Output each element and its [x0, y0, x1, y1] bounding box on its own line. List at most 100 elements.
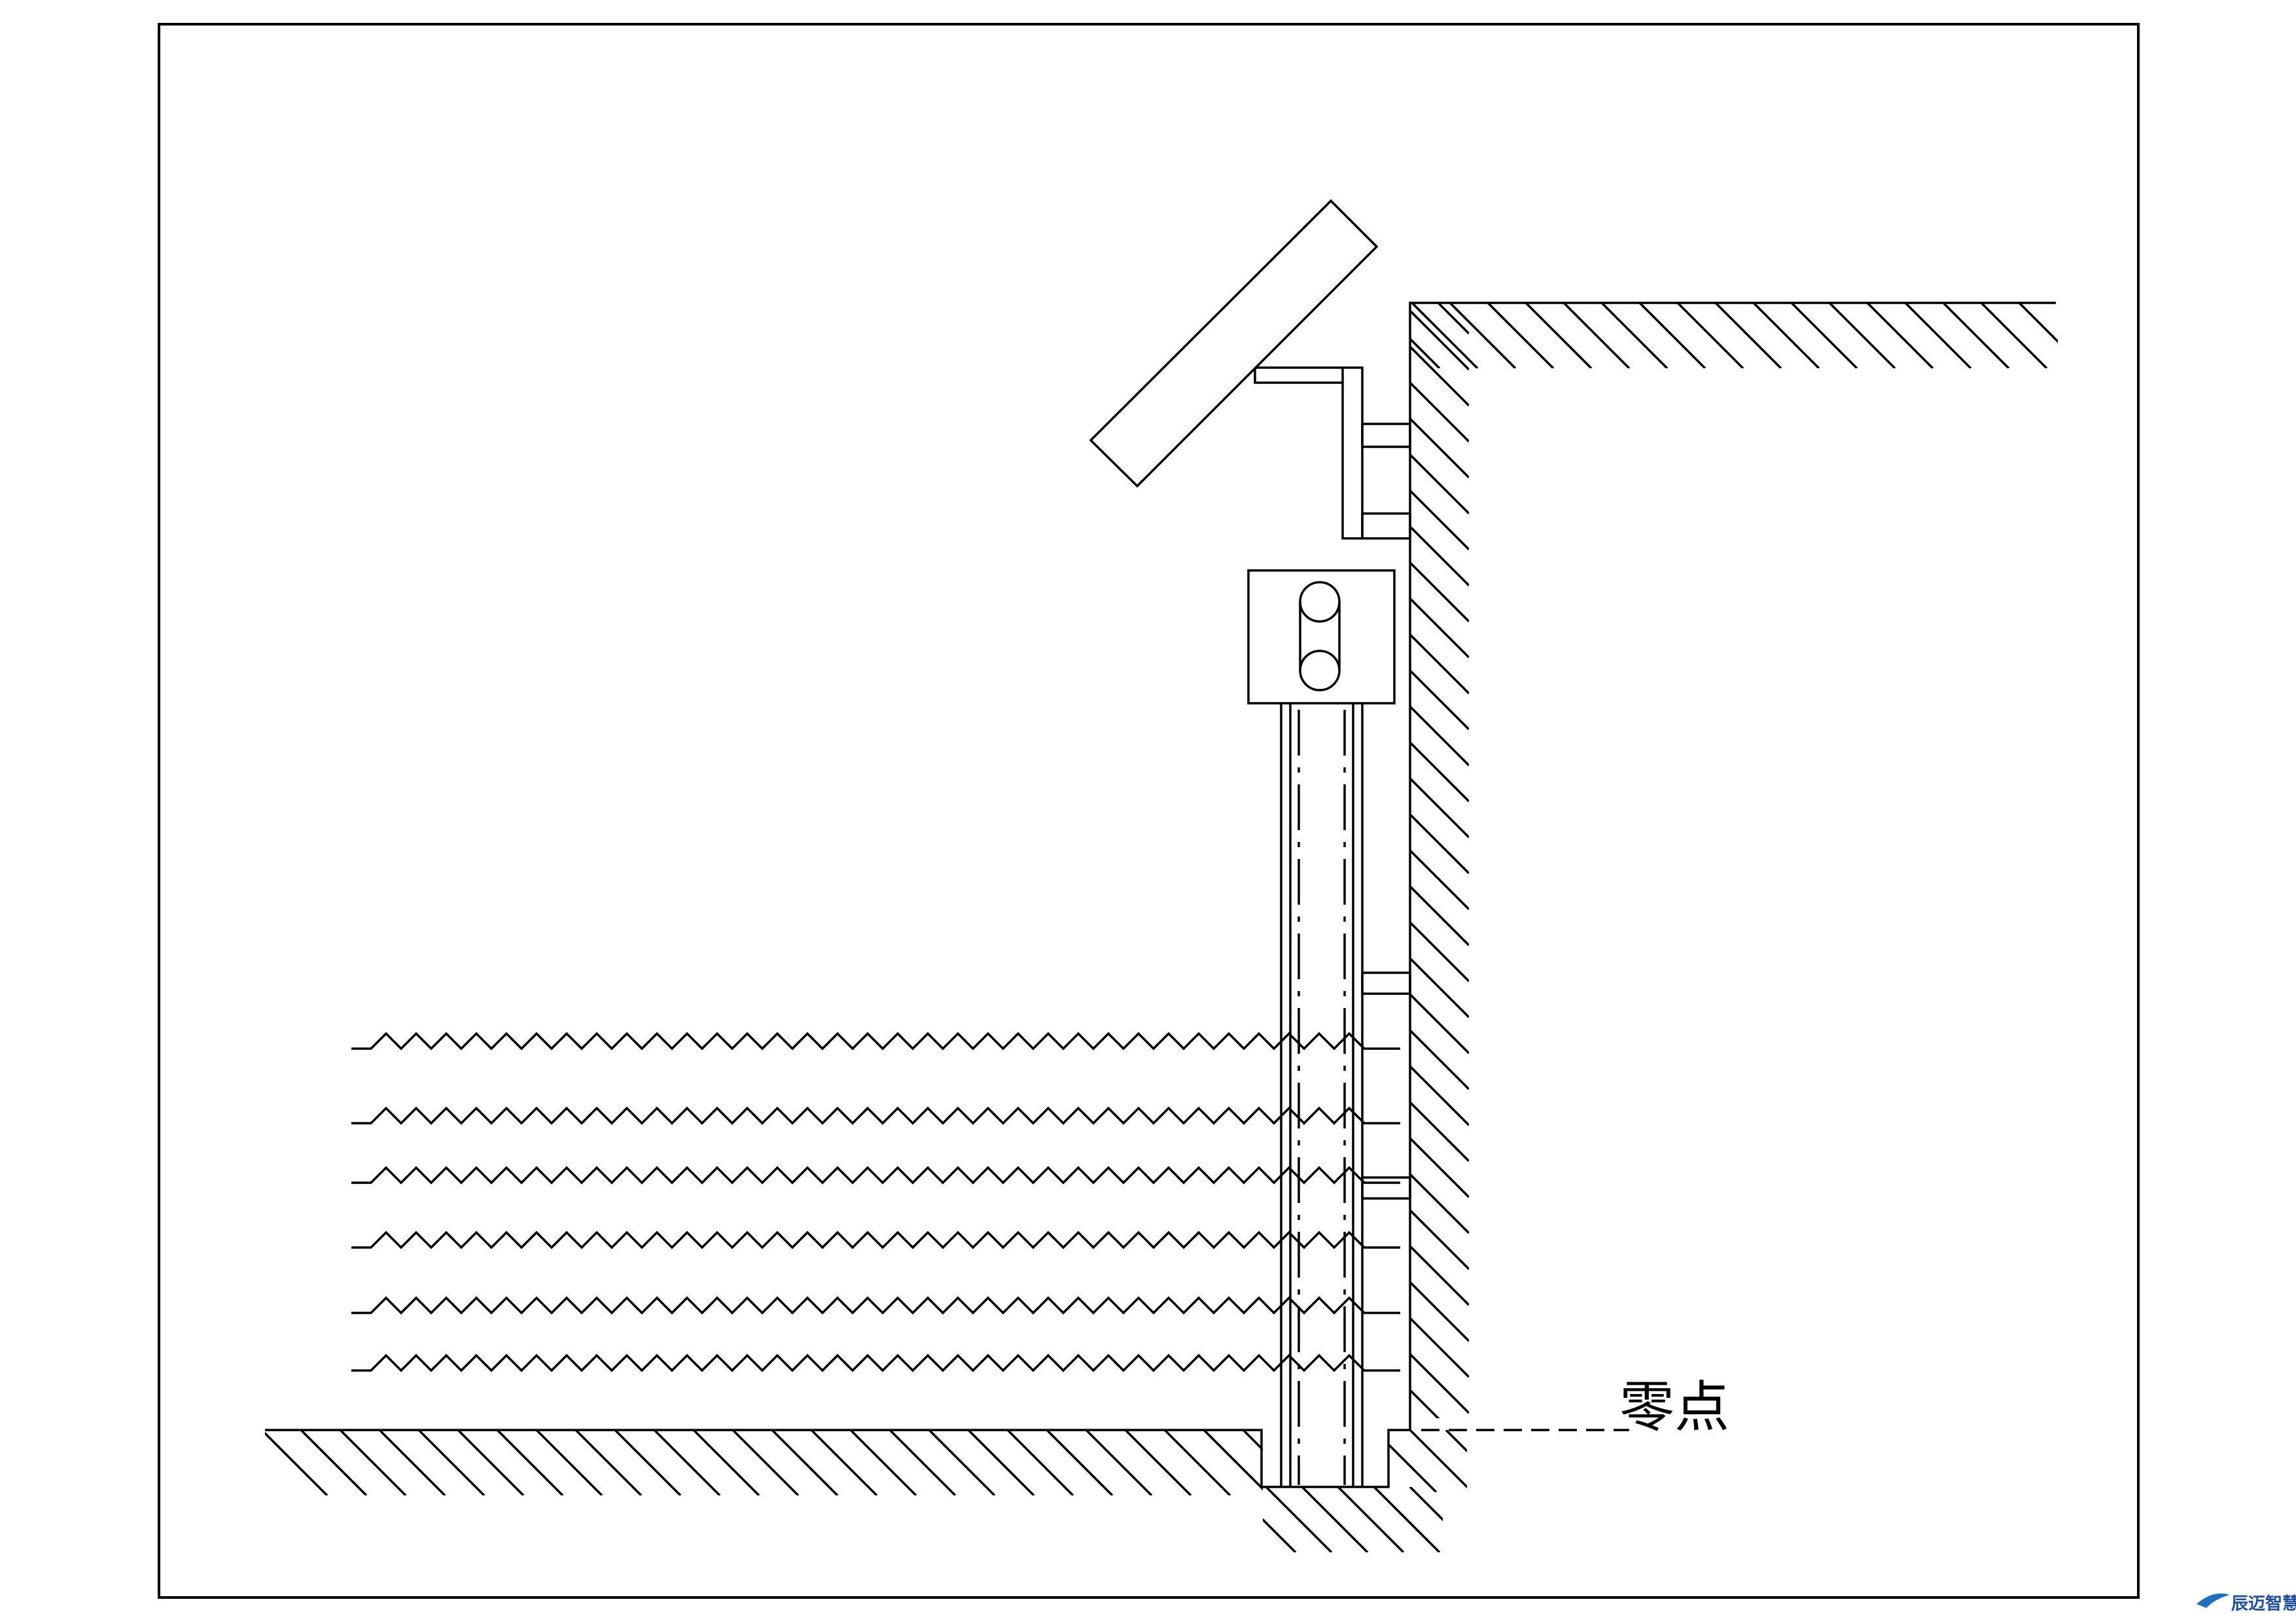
hatch-line	[1563, 303, 1631, 368]
hatch-line	[1410, 957, 1469, 1019]
ground-left-hatch	[265, 1430, 1263, 1495]
hatch-line	[928, 1430, 996, 1495]
hatch-line	[692, 1430, 760, 1495]
hatch-line	[265, 1431, 328, 1495]
hatch-line	[1411, 303, 1479, 368]
roller-top	[1299, 581, 1341, 623]
hatch-line	[771, 1430, 839, 1495]
hatch-line	[417, 1430, 486, 1495]
hatch-line	[1436, 303, 1469, 335]
water-wave-line	[351, 1166, 1400, 1185]
hatch-line	[1410, 309, 1469, 371]
solar-panel	[1089, 199, 1411, 540]
equipment-box	[1247, 569, 1396, 705]
hatch-line	[1410, 669, 1469, 731]
ground-bed	[265, 1429, 1467, 1552]
hatch-line	[1410, 345, 1469, 407]
hatch-line	[1410, 921, 1469, 983]
logo-text: 辰迈智慧	[2231, 1594, 2296, 1614]
hatch-line	[1410, 777, 1469, 839]
hatch-line	[1409, 1430, 1467, 1489]
hatch-line	[1410, 525, 1469, 587]
solar-panel-board	[1089, 199, 1379, 488]
hatch-line	[457, 1430, 525, 1495]
hatch-line	[1790, 303, 1858, 368]
hatch-line	[1410, 453, 1469, 515]
hatch-line	[1410, 849, 1469, 911]
water-wave-line	[351, 1296, 1400, 1315]
hatch-line	[1942, 303, 2010, 368]
hatch-line	[1410, 489, 1469, 551]
hatch-line	[1337, 1487, 1405, 1552]
hatch-line	[732, 1430, 800, 1495]
hatch-line	[1714, 303, 1782, 368]
hatch-line	[849, 1430, 917, 1495]
mount-bracket-upper	[1361, 423, 1411, 448]
ground-outline	[265, 1429, 1410, 1488]
water-wave-line	[351, 1032, 1400, 1051]
hatch-line	[1410, 381, 1469, 443]
logo-icon	[2197, 1593, 2230, 1608]
hatch-line	[1410, 1209, 1469, 1270]
equipment-box-outline	[1247, 569, 1396, 705]
hatch-line	[1301, 1487, 1369, 1552]
wall-outline	[1409, 302, 2056, 1430]
hatch-line	[1525, 303, 1593, 368]
hatch-line	[1410, 1245, 1469, 1306]
hatch-line	[967, 1430, 1035, 1495]
hatch-line	[1388, 1442, 1438, 1492]
hatch-line	[535, 1430, 603, 1495]
hatch-line	[653, 1430, 721, 1495]
hatch-line	[1752, 303, 1820, 368]
hatch-line	[1487, 303, 1555, 368]
hatch-line	[1410, 633, 1469, 695]
water-wave-line	[351, 1353, 1400, 1372]
hatch-line	[1410, 741, 1469, 803]
hatch-line	[1410, 1101, 1469, 1162]
mount-bracket-lower	[1361, 512, 1411, 540]
hatch-line	[1124, 1430, 1192, 1495]
hatch-line	[1409, 1487, 1443, 1522]
sensor-pipe	[1280, 703, 1364, 1487]
hatch-line	[378, 1430, 446, 1495]
hatch-line	[1242, 1430, 1263, 1452]
hatch-line	[1046, 1430, 1114, 1495]
hatch-line	[1085, 1430, 1153, 1495]
hatch-line	[1410, 993, 1469, 1055]
hatch-line	[1410, 1353, 1469, 1414]
hatch-line	[1410, 597, 1469, 659]
hatch-line	[1410, 705, 1469, 767]
water-wave-line	[351, 1230, 1400, 1249]
drawing-frame	[158, 23, 2140, 1599]
hatch-line	[1904, 303, 1972, 368]
wall-top-hatch	[1410, 303, 2058, 368]
brand-logo: 辰迈智慧	[2197, 1593, 2296, 1614]
hatch-line	[614, 1430, 682, 1495]
hatch-line	[1373, 1487, 1441, 1552]
hatch-line	[1410, 813, 1469, 875]
hatch-line	[810, 1430, 878, 1495]
bracket-upper	[1361, 971, 1411, 995]
ground-bottom-hatch	[1263, 1487, 1443, 1552]
hatch-line	[300, 1430, 368, 1495]
hatch-line	[1449, 303, 1517, 368]
hatch-line	[1410, 1389, 1440, 1418]
hatch-line	[1410, 1173, 1469, 1234]
ground-right-hatch	[1388, 1430, 1467, 1492]
hatch-line	[1980, 303, 2048, 368]
wall-side-hatch	[1410, 303, 1469, 1418]
hatch-line	[2018, 303, 2058, 343]
hatch-line	[1263, 1518, 1297, 1552]
hatch-line	[1410, 1317, 1469, 1378]
hatch-line	[1006, 1430, 1074, 1495]
hatch-line	[889, 1430, 957, 1495]
hatch-line	[1410, 1281, 1469, 1342]
hatch-line	[1410, 1137, 1469, 1198]
hatch-line	[1410, 561, 1469, 623]
hatch-line	[1203, 1430, 1263, 1491]
retaining-wall	[1409, 302, 2058, 1430]
roller-bottom	[1299, 650, 1341, 691]
hatch-line	[1410, 1029, 1469, 1091]
zero-point-label: 零点	[1619, 1375, 1729, 1439]
